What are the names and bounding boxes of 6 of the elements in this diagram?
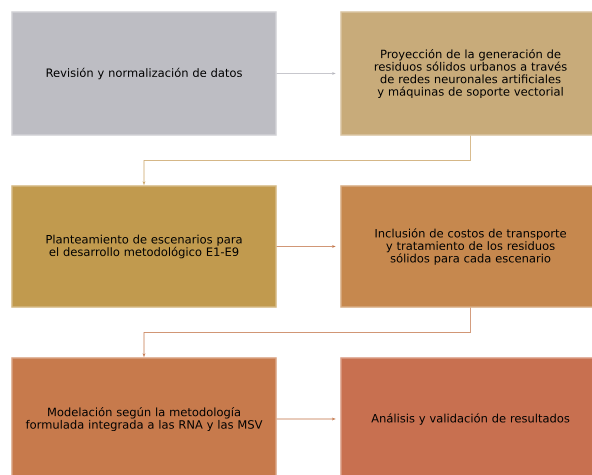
process-box: Análisis y validación de resultados — [340, 357, 592, 475]
process-box: Proyección de la generación de residuos sólidos urbanos a través de redes neuronales artificiales y máquinas de soporte vectorial — [340, 11, 592, 136]
process-box: Planteamiento de escenarios para el desarrollo metodológico E1-E9 — [11, 185, 277, 308]
process-box: Revisión y normalización de datos — [11, 11, 277, 136]
process-box: Modelación según la metodología formulada integrada a las RNA y las MSV — [11, 357, 277, 475]
process-box: Inclusión de costos de transporte y tratamiento de los residuos sólidos para cada escenario — [340, 185, 592, 308]
